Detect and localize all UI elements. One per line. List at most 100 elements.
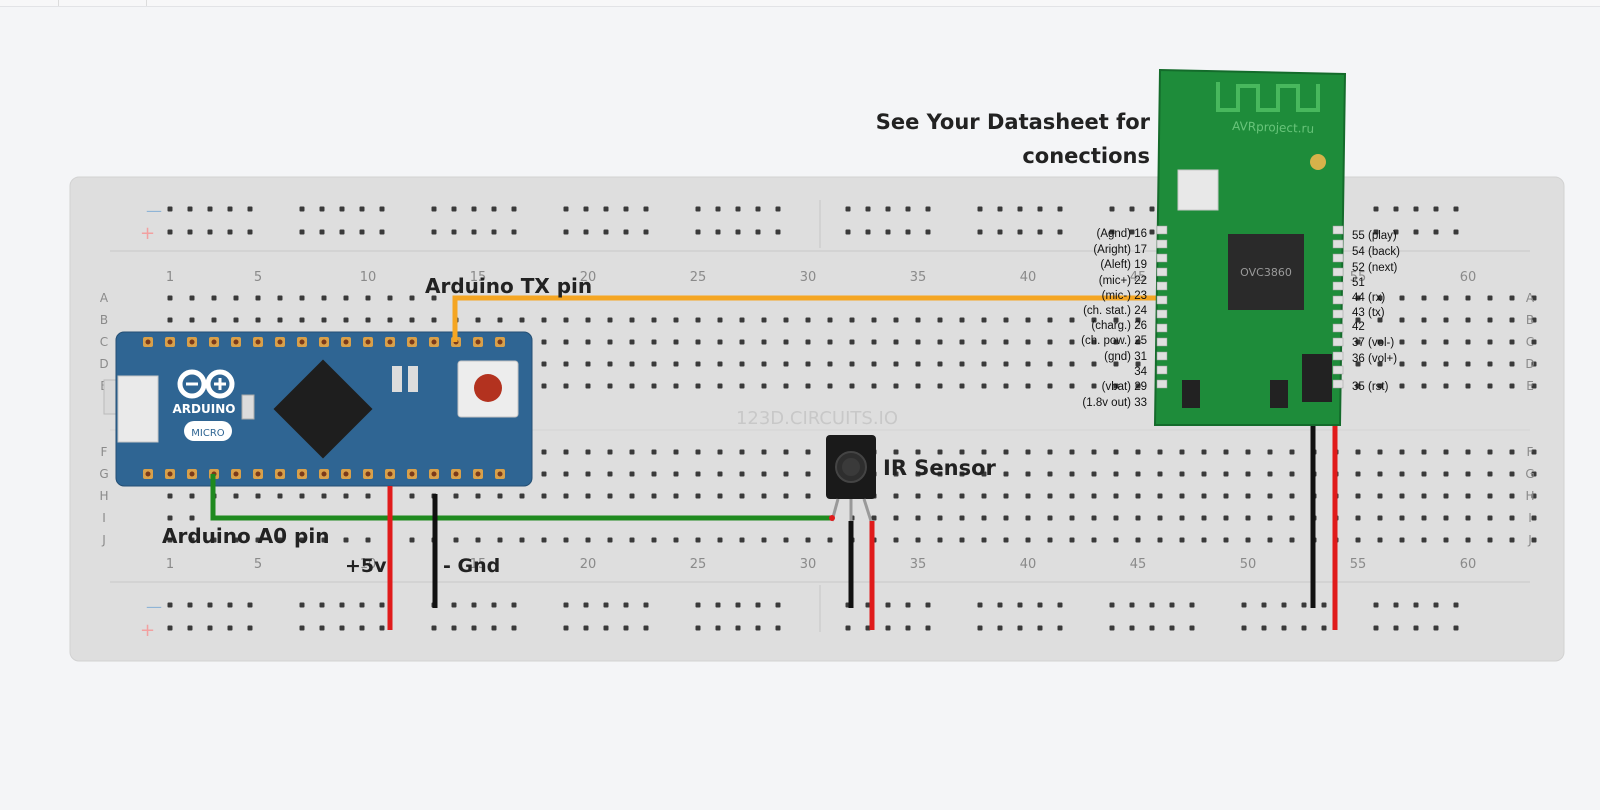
rail-hole[interactable]: [227, 206, 233, 212]
rail-hole[interactable]: [1129, 602, 1135, 608]
rail-hole[interactable]: [755, 602, 761, 608]
breadboard-hole[interactable]: [1113, 515, 1119, 521]
rail-hole[interactable]: [471, 625, 477, 631]
breadboard-hole[interactable]: [1091, 339, 1097, 345]
breadboard-hole[interactable]: [1069, 471, 1075, 477]
rail-hole[interactable]: [1373, 625, 1379, 631]
breadboard-hole[interactable]: [695, 537, 701, 543]
breadboard-hole[interactable]: [959, 537, 965, 543]
breadboard-hole[interactable]: [1245, 449, 1251, 455]
breadboard-hole[interactable]: [321, 537, 327, 543]
rail-hole[interactable]: [1393, 625, 1399, 631]
breadboard-hole[interactable]: [717, 493, 723, 499]
rail-hole[interactable]: [187, 206, 193, 212]
breadboard-hole[interactable]: [739, 383, 745, 389]
breadboard-hole[interactable]: [915, 515, 921, 521]
rail-hole[interactable]: [471, 229, 477, 235]
breadboard-hole[interactable]: [365, 537, 371, 543]
breadboard-hole[interactable]: [629, 471, 635, 477]
a0-wire-green[interactable]: [210, 474, 832, 521]
breadboard-hole[interactable]: [893, 537, 899, 543]
breadboard-hole[interactable]: [233, 537, 239, 543]
breadboard-hole[interactable]: [1509, 449, 1515, 455]
breadboard-hole[interactable]: [739, 361, 745, 367]
breadboard-hole[interactable]: [321, 295, 327, 301]
breadboard-hole[interactable]: [1531, 493, 1537, 499]
reset-button[interactable]: [474, 374, 502, 402]
breadboard-hole[interactable]: [893, 471, 899, 477]
rail-hole[interactable]: [339, 229, 345, 235]
breadboard-hole[interactable]: [827, 317, 833, 323]
rail-hole[interactable]: [1393, 602, 1399, 608]
breadboard-hole[interactable]: [1135, 449, 1141, 455]
rail-hole[interactable]: [695, 602, 701, 608]
rail-hole[interactable]: [905, 206, 911, 212]
breadboard-hole[interactable]: [1443, 449, 1449, 455]
breadboard-hole[interactable]: [937, 383, 943, 389]
breadboard-hole[interactable]: [915, 317, 921, 323]
breadboard-hole[interactable]: [805, 493, 811, 499]
breadboard-hole[interactable]: [1069, 317, 1075, 323]
breadboard-hole[interactable]: [475, 493, 481, 499]
rail-hole[interactable]: [623, 625, 629, 631]
breadboard-hole[interactable]: [717, 361, 723, 367]
breadboard-hole[interactable]: [739, 339, 745, 345]
rail-hole[interactable]: [1169, 625, 1175, 631]
breadboard-hole[interactable]: [1091, 361, 1097, 367]
breadboard-hole[interactable]: [277, 295, 283, 301]
rail-hole[interactable]: [1413, 625, 1419, 631]
breadboard-hole[interactable]: [277, 493, 283, 499]
breadboard-hole[interactable]: [497, 317, 503, 323]
breadboard-hole[interactable]: [1465, 449, 1471, 455]
breadboard-hole[interactable]: [805, 383, 811, 389]
rail-hole[interactable]: [623, 602, 629, 608]
breadboard-hole[interactable]: [1047, 361, 1053, 367]
breadboard-hole[interactable]: [1509, 295, 1515, 301]
rail-hole[interactable]: [339, 625, 345, 631]
breadboard-hole[interactable]: [343, 295, 349, 301]
breadboard-hole[interactable]: [893, 383, 899, 389]
rail-hole[interactable]: [471, 206, 477, 212]
breadboard-hole[interactable]: [541, 361, 547, 367]
breadboard-hole[interactable]: [893, 361, 899, 367]
rail-hole[interactable]: [1057, 602, 1063, 608]
breadboard-hole[interactable]: [673, 537, 679, 543]
rail-hole[interactable]: [1109, 229, 1115, 235]
breadboard-hole[interactable]: [893, 515, 899, 521]
breadboard-hole[interactable]: [717, 339, 723, 345]
breadboard-hole[interactable]: [1069, 449, 1075, 455]
rail-hole[interactable]: [431, 206, 437, 212]
breadboard-hole[interactable]: [629, 317, 635, 323]
breadboard-hole[interactable]: [1091, 449, 1097, 455]
breadboard-hole[interactable]: [1025, 449, 1031, 455]
rail-hole[interactable]: [491, 229, 497, 235]
breadboard-hole[interactable]: [1377, 383, 1383, 389]
breadboard-hole[interactable]: [805, 317, 811, 323]
breadboard-hole[interactable]: [299, 295, 305, 301]
rail-hole[interactable]: [207, 602, 213, 608]
rail-hole[interactable]: [1017, 229, 1023, 235]
breadboard-hole[interactable]: [585, 317, 591, 323]
breadboard-hole[interactable]: [1289, 493, 1295, 499]
rail-hole[interactable]: [1413, 602, 1419, 608]
breadboard-hole[interactable]: [739, 493, 745, 499]
breadboard-hole[interactable]: [893, 449, 899, 455]
breadboard-hole[interactable]: [717, 537, 723, 543]
rail-hole[interactable]: [643, 602, 649, 608]
breadboard-hole[interactable]: [937, 537, 943, 543]
breadboard-hole[interactable]: [1465, 383, 1471, 389]
breadboard-hole[interactable]: [1025, 317, 1031, 323]
breadboard-hole[interactable]: [1003, 471, 1009, 477]
rail-hole[interactable]: [379, 229, 385, 235]
breadboard-hole[interactable]: [233, 295, 239, 301]
rail-hole[interactable]: [1017, 625, 1023, 631]
breadboard-hole[interactable]: [1355, 515, 1361, 521]
breadboard-hole[interactable]: [1487, 537, 1493, 543]
breadboard-hole[interactable]: [1157, 515, 1163, 521]
breadboard-hole[interactable]: [1531, 449, 1537, 455]
breadboard-hole[interactable]: [739, 317, 745, 323]
breadboard-hole[interactable]: [805, 537, 811, 543]
rail-hole[interactable]: [247, 206, 253, 212]
rail-hole[interactable]: [865, 602, 871, 608]
